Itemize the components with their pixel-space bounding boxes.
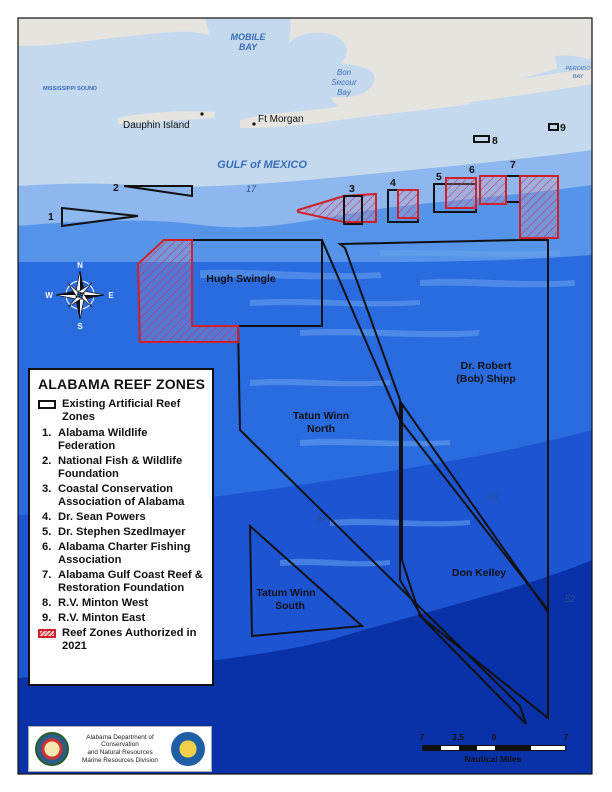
zone-3-existing-outline [343,195,363,225]
depth-label-36: 36 [315,514,325,524]
compass-rose: N S E W [45,261,114,331]
map-frame [17,17,593,775]
zone-9-polygon [548,123,559,131]
scale-tick-label: 7 [563,732,569,742]
legend-item: 8.R.V. Minton West [42,597,149,609]
dr-robert-shipp-label: Dr. Robert [461,360,512,372]
seabed-texture [200,249,575,567]
don-kelley-label: Don Kelley [452,567,506,579]
dauphin-island-label: Dauphin Island [123,120,190,131]
legend-authorized-label: Reef Zones Authorized in 2021 [62,627,197,652]
dr-robert-shipp-label-2: (Bob) Shipp [456,373,515,385]
legend-item: 7.Alabama Gulf Coast Reef & Restoration … [42,569,203,594]
authorized-zone-7-polygon [519,175,559,239]
zone-number-6: 6 [469,164,475,176]
authorized-zone-4-polygon [397,189,419,219]
dauphin-island-marker [200,112,204,116]
compass-s-label: S [77,322,83,331]
dauphin-island [118,111,215,124]
legend-authorized-row: Reef Zones Authorized in 2021 [38,627,206,653]
zone-number-4: 4 [390,177,396,189]
ft-morgan-marker [252,122,256,126]
tatum-winn-south-polygon [248,523,365,638]
legend-item: 1.Alabama Wildlife Federation [42,427,148,452]
existing-zone-swatch [38,400,56,409]
authorized-zone-west-polygon [136,239,239,343]
map-legend: ALABAMA REEF ZONES Existing Artificial R… [28,368,214,686]
agency-footer: Alabama Department of Conservation and N… [28,726,212,772]
scale-bar-graphic [422,745,566,751]
perdido-bay-label: PERDIDO [565,66,591,72]
depth-label-52: 52 [565,594,575,604]
zone-number-2: 2 [113,182,119,194]
legend-item: 3.Coastal Conservation Association of Al… [42,483,185,508]
zone-number-9: 9 [560,122,566,134]
zone-number-1: 1 [48,211,54,223]
authorized-zone-6a-polygon [445,177,477,209]
legend-list: 1.Alabama Wildlife Federation 2.National… [38,427,206,625]
scale-ticks: 7 3.5 0 7 [410,732,576,744]
mobile-bay-label: MOBILE [231,32,267,42]
bon-secour-bay-label: Bon [337,68,352,77]
bon-secour-bay-label-2: Secour [331,78,357,87]
legend-existing-label: Existing Artificial Reef Zones [62,398,181,423]
authorized-zone-6b-polygon [479,175,507,205]
perdido-bay-label-2: BAY [573,74,584,80]
legend-item: 6.Alabama Charter Fishing Association [42,541,191,566]
depth-label-40: 40 [488,492,498,502]
zone-8-polygon [473,135,490,143]
tatum-winn-south-label: Tatum Winn [256,587,315,599]
scale-bar: 7 3.5 0 7 Nautical Miles [410,732,576,772]
tatum-winn-south-label-2: South [275,600,305,612]
scale-units: Nautical Miles [464,754,522,764]
bon-secour-bay-label-3: Bay [337,88,352,97]
legend-title: ALABAMA REEF ZONES [38,376,206,392]
compass-w-label: W [45,291,53,300]
tatun-winn-north-label: Tatun Winn [293,410,349,422]
gulf-shores-coast [330,68,592,118]
legend-existing-row: Existing Artificial Reef Zones [38,398,206,424]
mobile-bay-label-2: BAY [239,42,258,52]
dr-robert-shipp-polygon [337,239,549,613]
legend-item: 2.National Fish & Wildlife Foundation [42,455,183,480]
marine-resources-seal-icon [171,732,205,766]
legend-item: 5.Dr. Stephen Szedlmayer [42,526,186,538]
depth-label-17: 17 [246,184,257,194]
hugh-swingle-label: Hugh Swingle [206,273,276,285]
zone-number-5: 5 [436,171,442,183]
compass-e-label: E [108,291,114,300]
bon-secour-bay-water [300,62,375,98]
scale-tick-label: 7 [419,732,425,742]
tatun-winn-north-label-2: North [307,423,335,435]
authorized-zone-swatch [38,629,56,638]
mobile-bay-water [205,18,291,81]
scale-tick-label: 0 [491,732,497,742]
adcnr-seal-icon [35,732,69,766]
don-kelley-polygon [401,400,549,721]
zone-number-8: 8 [492,135,498,147]
scale-tick-label: 3.5 [452,732,464,742]
ft-morgan-label: Ft Morgan [258,114,304,125]
zone-1-polygon [61,206,139,228]
gulf-of-mexico-label: GULF of MEXICO [217,159,307,171]
legend-item: 9.R.V. Minton East [42,612,146,624]
zone-number-3: 3 [349,183,355,195]
mainland [18,18,592,111]
legend-item: 4.Dr. Sean Powers [42,511,146,523]
mississippi-sound-label: MISSISSIPPI SOUND [43,86,97,92]
compass-n-label: N [77,261,83,270]
zone-number-7: 7 [510,159,516,171]
zone-2-polygon [123,185,193,198]
agency-name: Alabama Department of Conservation and N… [81,733,158,764]
